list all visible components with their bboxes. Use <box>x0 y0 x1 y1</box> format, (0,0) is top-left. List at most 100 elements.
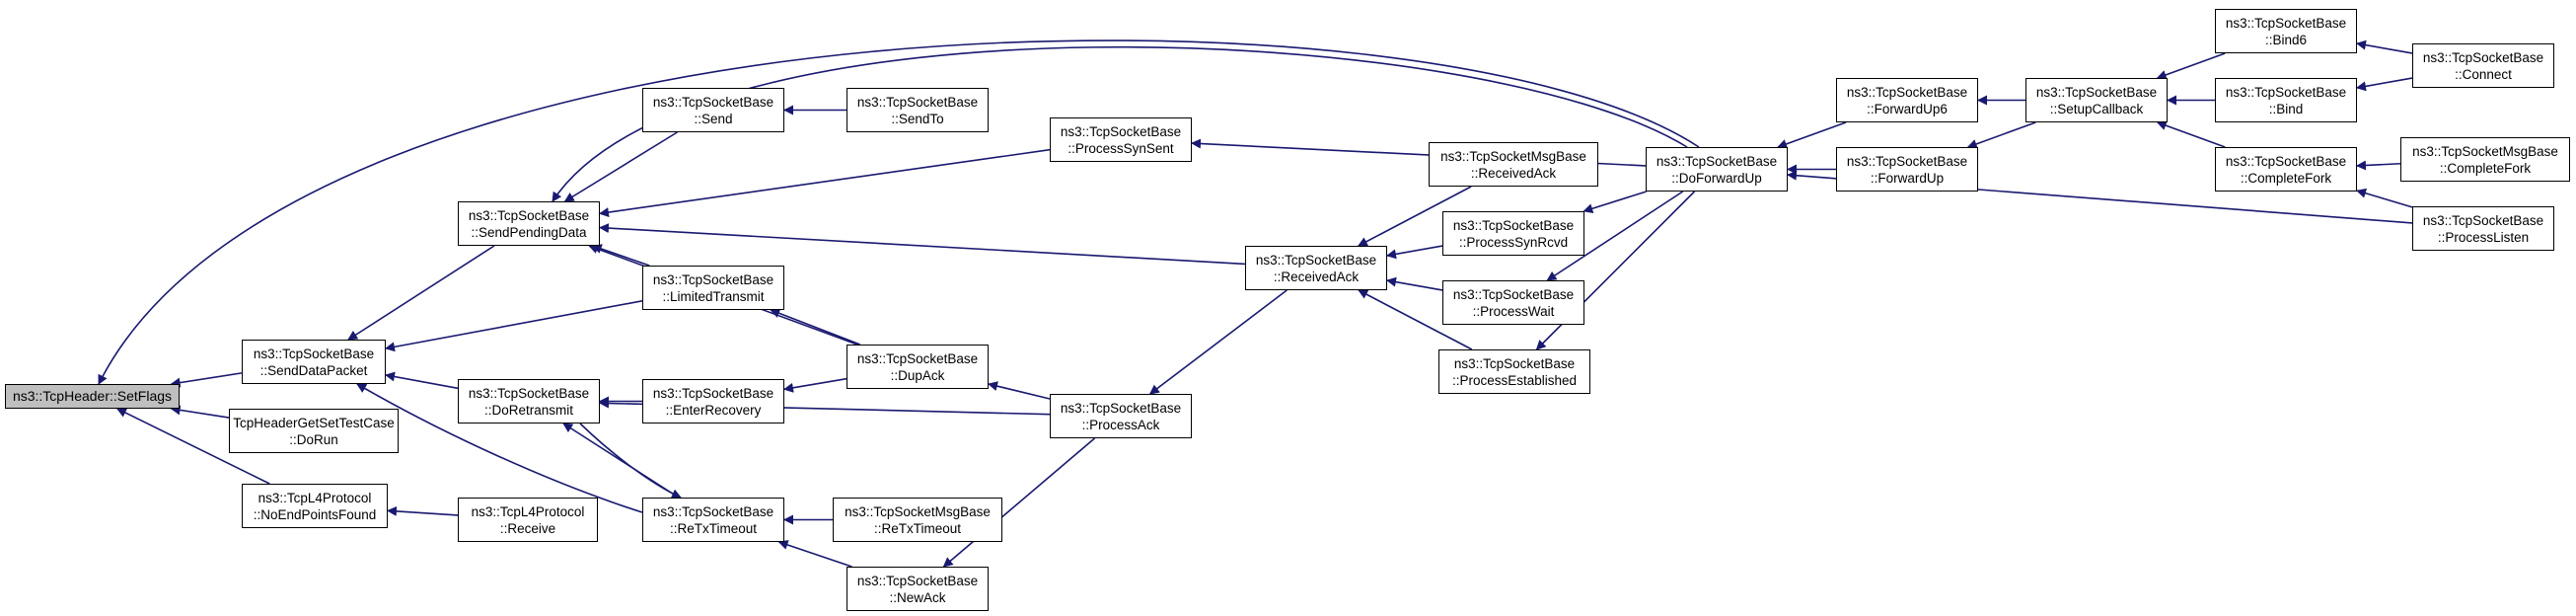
node-label-line: ::ReceivedAck <box>1273 269 1360 284</box>
node-sendto[interactable]: ns3::TcpSocketBase ::SendTo <box>846 88 989 132</box>
node-label-line: ns3::TcpSocketBase <box>652 503 774 519</box>
node-bind[interactable]: ns3::TcpSocketBase ::Bind <box>2215 78 2357 122</box>
node-send[interactable]: ns3::TcpSocketBase ::Send <box>642 88 784 132</box>
node-label-line: ::NewAck <box>889 589 946 605</box>
node-label-line: ns3::TcpSocketBase <box>1656 153 1778 169</box>
edge-doforwardup-to-wait <box>1546 191 1684 281</box>
node-label-line: ::DoForwardUp <box>1671 170 1762 186</box>
node-label-line: ns3::TcpSocketBase <box>1453 355 1576 371</box>
node-label-line: ns3::TcpSocketBase <box>1060 123 1182 139</box>
node-processack[interactable]: ns3::TcpSocketBase ::ProcessAck <box>1050 394 1192 438</box>
node-label-line: TcpHeaderGetSetTestCase <box>233 415 395 430</box>
node-bind6[interactable]: ns3::TcpSocketBase ::Bind6 <box>2215 9 2357 53</box>
node-label-line: ns3::TcpSocketBase <box>253 346 375 361</box>
node-msgbase-completefork[interactable]: ns3::TcpSocketMsgBase ::CompleteFork <box>2400 137 2570 182</box>
edge-msgcompletefork-to-completefork <box>2356 160 2401 171</box>
edge-l4receive-to-noendpoints <box>387 505 459 516</box>
node-label-line: ::Bind6 <box>2264 32 2308 47</box>
node-receivedack[interactable]: ns3::TcpSocketBase ::ReceivedAck <box>1245 246 1387 290</box>
node-label-line: ns3::TcpSocketMsgBase <box>1440 148 1586 164</box>
edge-send-to-sendpending <box>563 131 678 202</box>
edge-synrcvd-to-receivedack <box>1386 245 1443 260</box>
node-sendpendingdata[interactable]: ns3::TcpSocketBase ::SendPendingData <box>458 201 600 246</box>
edge-doretransmit-to-senddatapacket <box>385 371 459 390</box>
node-label-line: ns3::TcpSocketBase <box>856 573 979 588</box>
node-label-line: ::ProcessAck <box>1081 417 1160 432</box>
node-doforwardup[interactable]: ns3::TcpSocketBase ::DoForwardUp <box>1646 147 1788 192</box>
edge-setupcallback-to-forwardup <box>1966 121 2036 149</box>
node-setupcallback[interactable]: ns3::TcpSocketBase ::SetupCallback <box>2025 78 2168 122</box>
edge-doretransmit-to-retxtimeout <box>579 423 682 499</box>
node-label-line: ns3::TcpSocketBase <box>2225 15 2347 31</box>
node-label-line: ns3::TcpL4Protocol <box>258 490 372 505</box>
node-label-line: ::SetupCallback <box>2049 101 2144 116</box>
node-label-line: ns3::TcpSocketBase <box>2225 153 2347 169</box>
edge-wait-to-receivedack <box>1386 276 1443 291</box>
edge-established-to-receivedack <box>1358 289 1473 350</box>
node-label-line: ns3::TcpSocketBase <box>1060 400 1182 416</box>
node-label-line: ::CompleteFork <box>2439 160 2532 176</box>
node-label-line: ns3::TcpSocketMsgBase <box>845 503 991 519</box>
edge-dupack-to-enterrecovery <box>783 377 847 393</box>
node-connect[interactable]: ns3::TcpSocketBase ::Connect <box>2412 43 2554 88</box>
node-processlisten[interactable]: ns3::TcpSocketBase ::ProcessListen <box>2412 206 2554 251</box>
node-enterrecovery[interactable]: ns3::TcpSocketBase ::EnterRecovery <box>642 379 784 424</box>
node-label-line: ns3::TcpSocketBase <box>1452 286 1575 302</box>
node-label-line: ns3::TcpSocketBase <box>2225 84 2347 100</box>
node-label-line: ::Bind <box>2268 101 2304 116</box>
edge-msgreceived-to-receivedack <box>1357 186 1472 247</box>
node-label-line: ns3::TcpSocketBase <box>652 94 774 110</box>
edge-noendpoints-to-setflags <box>115 408 270 485</box>
node-label-line: ns3::TcpHeader::SetFlags <box>12 388 173 404</box>
node-label-line: ::Send <box>694 111 733 126</box>
node-doretransmit[interactable]: ns3::TcpSocketBase ::DoRetransmit <box>458 379 600 424</box>
node-label-line: ns3::TcpSocketBase <box>1846 84 1968 100</box>
edge-sendpending-to-senddatapacket <box>347 245 495 341</box>
node-label-line: ns3::TcpSocketBase <box>1255 252 1377 268</box>
node-label-line: ::DoRun <box>289 431 338 447</box>
node-label-line: ::ProcessSynSent <box>1067 140 1174 156</box>
node-label-line: ns3::TcpSocketBase <box>856 350 979 366</box>
node-completefork[interactable]: ns3::TcpSocketBase ::CompleteFork <box>2215 147 2357 192</box>
node-msgbase-receivedack[interactable]: ns3::TcpSocketMsgBase ::ReceivedAck <box>1429 142 1598 187</box>
node-forwardup[interactable]: ns3::TcpSocketBase ::ForwardUp <box>1836 147 1978 192</box>
node-noendpointsfound[interactable]: ns3::TcpL4Protocol ::NoEndPointsFound <box>242 484 388 528</box>
node-label-line: ::DupAck <box>890 367 945 383</box>
edge-doforwardup-to-setflags <box>98 39 1700 385</box>
node-tcpheadergetsettestcase-dorun[interactable]: TcpHeaderGetSetTestCase ::DoRun <box>229 409 399 453</box>
node-label-line: ns3::TcpSocketBase <box>2422 49 2544 65</box>
node-dupack[interactable]: ns3::TcpSocketBase ::DupAck <box>846 345 989 389</box>
node-label-line: ns3::TcpSocketBase <box>1846 153 1968 169</box>
edge-retxtimeout-to-senddatapacket <box>356 383 643 513</box>
edge-forwardup6-to-doforwardup <box>1777 121 1847 149</box>
node-retxtimeout[interactable]: ns3::TcpSocketBase ::ReTxTimeout <box>642 498 784 542</box>
node-processwait[interactable]: ns3::TcpSocketBase ::ProcessWait <box>1442 280 1584 325</box>
node-label-line: ns3::TcpSocketBase <box>1452 217 1575 233</box>
node-label-line: ::SendPendingData <box>471 224 587 240</box>
edge-processack-to-newack <box>942 437 1096 568</box>
node-newack[interactable]: ns3::TcpSocketBase ::NewAck <box>846 567 989 611</box>
node-tcpl4protocol-receive[interactable]: ns3::TcpL4Protocol ::Receive <box>458 498 598 542</box>
node-label-line: ns3::TcpSocketBase <box>468 207 590 223</box>
node-label-line: ::Connect <box>2455 66 2512 82</box>
node-label-line: ::ReTxTimeout <box>873 520 962 536</box>
node-label-line: ::ForwardUp <box>1870 170 1945 186</box>
node-label-line: ::ReceivedAck <box>1470 165 1557 181</box>
edge-synsent-to-sendpending <box>599 148 1051 217</box>
node-limitedtransmit[interactable]: ns3::TcpSocketBase ::LimitedTransmit <box>642 266 784 310</box>
edge-receivedack-to-processack <box>1148 289 1288 395</box>
node-label-line: ::SendDataPacket <box>259 362 368 378</box>
node-label-line: ns3::TcpSocketBase <box>652 385 774 401</box>
node-processsynrcvd[interactable]: ns3::TcpSocketBase ::ProcessSynRcvd <box>1442 211 1584 256</box>
node-label-line: ::SendTo <box>891 111 944 126</box>
node-msgbase-retxtimeout[interactable]: ns3::TcpSocketMsgBase ::ReTxTimeout <box>833 498 1002 542</box>
node-senddatapacket[interactable]: ns3::TcpSocketBase ::SendDataPacket <box>242 340 386 384</box>
node-label-line: ns3::TcpSocketBase <box>2422 212 2544 228</box>
node-label-line: ns3::TcpSocketBase <box>468 385 590 401</box>
edge-limited-to-senddatapacket <box>385 300 643 352</box>
edge-connect-to-bind6 <box>2356 39 2413 54</box>
node-processsynsent[interactable]: ns3::TcpSocketBase ::ProcessSynSent <box>1050 117 1192 162</box>
node-label-line: ns3::TcpL4Protocol <box>471 503 585 519</box>
node-forwardup6[interactable]: ns3::TcpSocketBase ::ForwardUp6 <box>1836 78 1978 122</box>
node-processestablished[interactable]: ns3::TcpSocketBase ::ProcessEstablished <box>1438 349 1590 394</box>
